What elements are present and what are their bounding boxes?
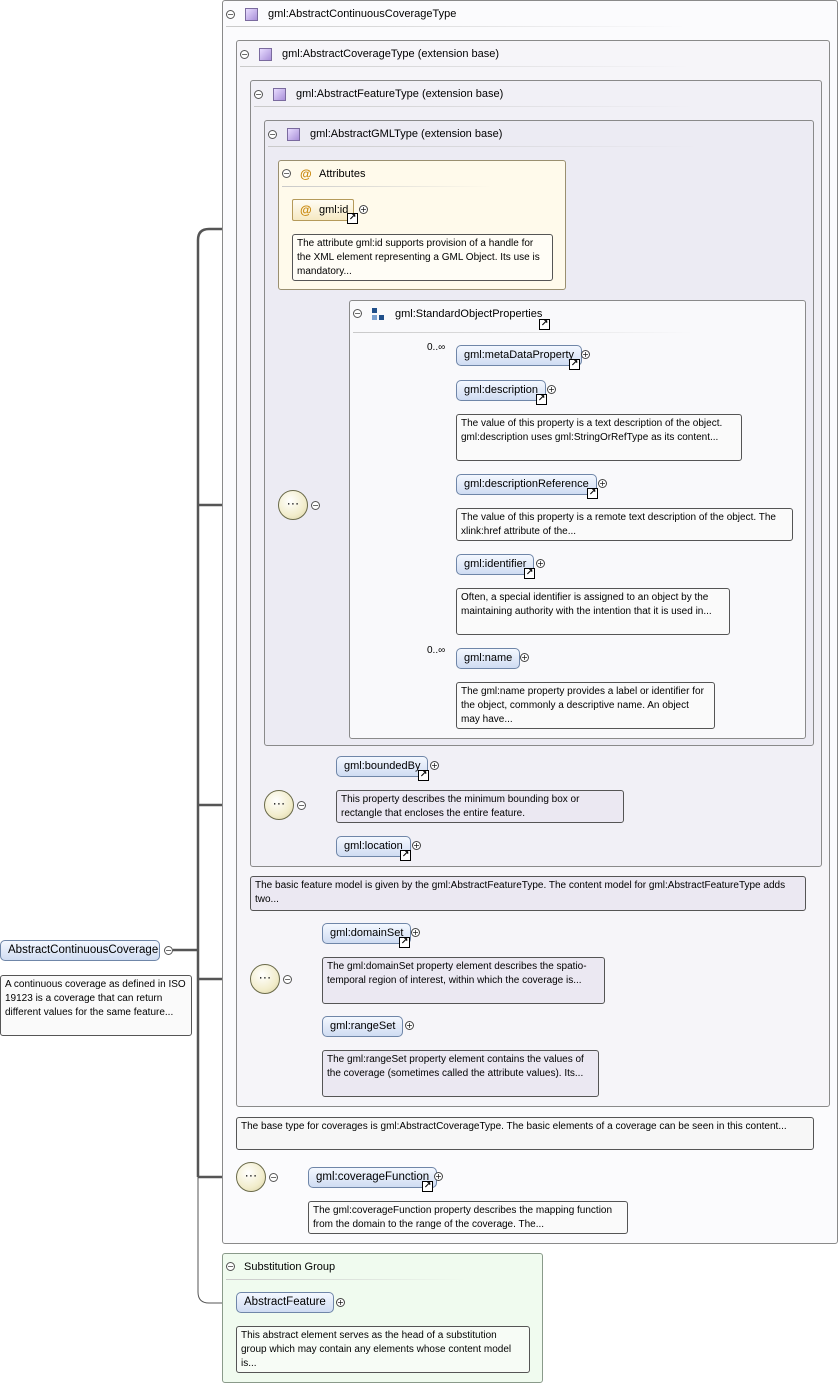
collapse-toggle[interactable]: − — [282, 169, 291, 178]
sequence-compositor-icon[interactable]: ⋯ — [278, 490, 308, 520]
reference-arrow-icon[interactable]: ↗ — [569, 359, 580, 370]
coverage-type-doc: The base type for coverages is gml:Abstr… — [236, 1117, 814, 1150]
root-element-doc: A continuous coverage as defined in ISO … — [0, 975, 192, 1036]
element-location[interactable]: gml:location — [336, 836, 411, 857]
element-metadataproperty[interactable]: gml:metaDataProperty — [456, 345, 583, 366]
occurrence-label: 0..∞ — [427, 645, 446, 656]
attributes-title: Attributes — [319, 168, 366, 180]
attribute-icon: @ — [300, 167, 312, 181]
expand-toggle[interactable]: + — [520, 653, 529, 662]
reference-arrow-icon[interactable]: ↗ — [399, 937, 410, 948]
substitution-group-title: Substitution Group — [244, 1261, 336, 1273]
element-boundedby[interactable]: gml:boundedBy — [336, 756, 429, 777]
reference-arrow-icon[interactable]: ↗ — [536, 394, 547, 405]
element-identifier[interactable]: gml:identifier — [456, 554, 535, 575]
complex-type-icon — [259, 48, 272, 61]
element-doc: The gml:coverageFunction property descri… — [308, 1201, 628, 1234]
element-doc: This property describes the minimum boun… — [336, 790, 624, 823]
complex-type-icon — [287, 128, 300, 141]
attribute-icon: @ — [300, 203, 312, 217]
element-rangeset[interactable]: gml:rangeSet — [322, 1016, 404, 1037]
collapse-toggle[interactable]: − — [164, 946, 173, 955]
sequence-compositor-icon[interactable]: ⋯ — [250, 964, 280, 994]
element-doc: Often, a special identifier is assigned … — [456, 588, 730, 635]
element-abstractfeature[interactable]: AbstractFeature — [236, 1292, 334, 1313]
expand-toggle[interactable]: + — [581, 350, 590, 359]
element-doc: The gml:rangeSet property element contai… — [322, 1050, 599, 1097]
complex-type-icon — [245, 8, 258, 21]
attribute-gml-id[interactable] — [292, 199, 354, 221]
collapse-toggle[interactable]: − — [226, 10, 235, 19]
expand-toggle[interactable]: + — [359, 205, 368, 214]
reference-arrow-icon[interactable]: ↗ — [539, 319, 550, 330]
collapse-toggle[interactable]: − — [283, 975, 292, 984]
expand-toggle[interactable]: + — [547, 385, 556, 394]
expand-toggle[interactable]: + — [598, 479, 607, 488]
occurrence-label: 0..∞ — [427, 342, 446, 353]
group-icon — [372, 308, 384, 320]
expand-toggle[interactable]: + — [336, 1298, 345, 1307]
reference-arrow-icon[interactable]: ↗ — [422, 1181, 433, 1192]
reference-arrow-icon[interactable]: ↗ — [418, 770, 429, 781]
element-doc: The gml:domainSet property element descr… — [322, 957, 605, 1004]
element-doc: The value of this property is a remote t… — [456, 508, 793, 541]
reference-arrow-icon[interactable]: ↗ — [400, 850, 411, 861]
collapse-toggle[interactable]: − — [268, 130, 277, 139]
expand-toggle[interactable]: + — [430, 761, 439, 770]
collapse-toggle[interactable]: − — [311, 501, 320, 510]
expand-toggle[interactable]: + — [405, 1021, 414, 1030]
element-coveragefunction[interactable]: gml:coverageFunction — [308, 1167, 438, 1188]
attribute-name: gml:id — [319, 204, 349, 216]
reference-arrow-icon[interactable]: ↗ — [587, 488, 598, 499]
type-header-feature: gml:AbstractFeatureType (extension base) — [296, 88, 504, 100]
expand-toggle[interactable]: + — [434, 1172, 443, 1181]
expand-toggle[interactable]: + — [536, 559, 545, 568]
reference-arrow-icon[interactable]: ↗ — [347, 213, 358, 224]
reference-arrow-icon[interactable]: ↗ — [524, 568, 535, 579]
element-doc: The gml:name property provides a label o… — [456, 682, 715, 729]
collapse-toggle[interactable]: − — [254, 90, 263, 99]
complex-type-icon — [273, 88, 286, 101]
sequence-compositor-icon[interactable]: ⋯ — [264, 790, 294, 820]
element-doc: This abstract element serves as the head… — [236, 1326, 530, 1373]
root-element[interactable]: AbstractContinuousCoverage — [0, 940, 160, 961]
type-header-gml: gml:AbstractGMLType (extension base) — [310, 128, 503, 140]
type-header-continuous: gml:AbstractContinuousCoverageType — [268, 8, 457, 20]
collapse-toggle[interactable]: − — [353, 309, 362, 318]
element-description[interactable]: gml:description — [456, 380, 546, 401]
collapse-toggle[interactable]: − — [297, 801, 306, 810]
attribute-doc: The attribute gml:id supports provision … — [292, 234, 553, 281]
element-doc: The value of this property is a text des… — [456, 414, 742, 461]
type-header-coverage: gml:AbstractCoverageType (extension base… — [282, 48, 500, 60]
group-title: gml:StandardObjectProperties — [395, 308, 543, 320]
element-name[interactable]: gml:name — [456, 648, 521, 669]
collapse-toggle[interactable]: − — [269, 1173, 278, 1182]
sequence-compositor-icon[interactable]: ⋯ — [236, 1162, 266, 1192]
feature-type-doc: The basic feature model is given by the … — [250, 876, 806, 911]
element-descriptionreference[interactable]: gml:descriptionReference — [456, 474, 597, 495]
collapse-toggle[interactable]: − — [240, 50, 249, 59]
expand-toggle[interactable]: + — [411, 928, 420, 937]
collapse-toggle[interactable]: − — [226, 1262, 235, 1271]
element-domainset[interactable]: gml:domainSet — [322, 923, 412, 944]
expand-toggle[interactable]: + — [412, 841, 421, 850]
